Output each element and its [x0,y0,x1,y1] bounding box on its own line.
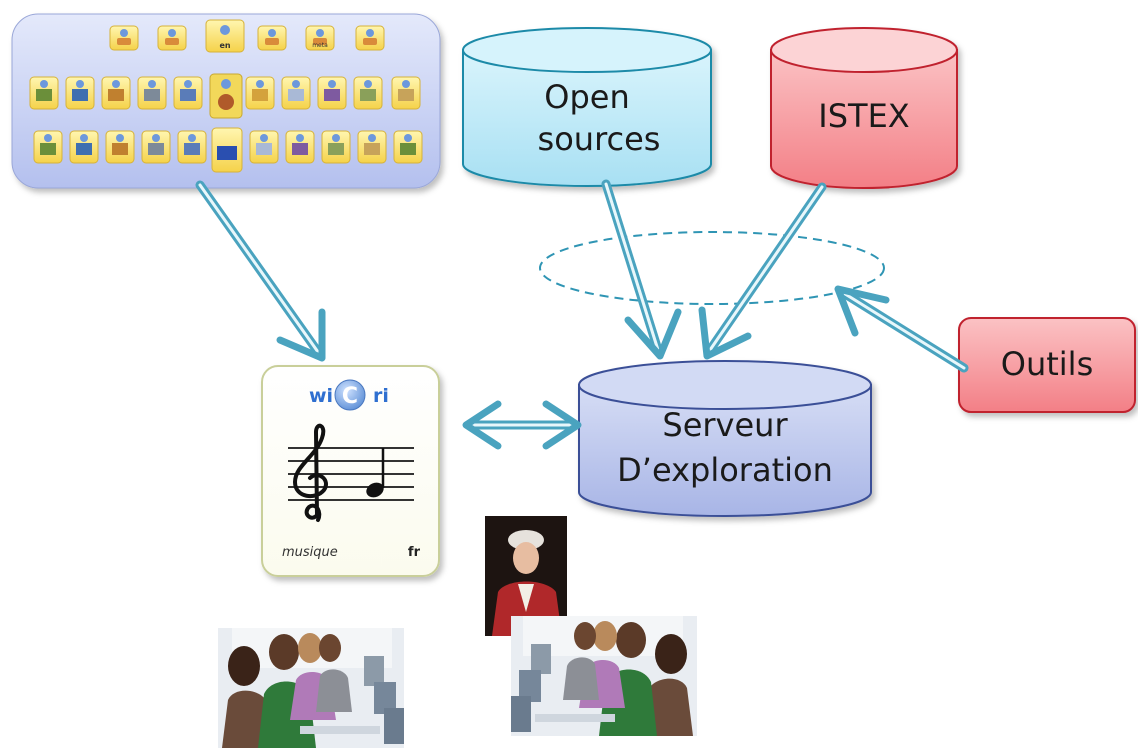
outils-label: Outils [1001,345,1093,383]
arrows [195,179,969,450]
wicri-tile [69,130,99,164]
wicri-tile [157,25,187,51]
wicri-tile [101,76,131,110]
wicri-tile [29,76,59,110]
wicri-logo-prefix: wi [309,385,333,407]
aggregation-dashed-ellipse [539,231,885,305]
wicri-tile [105,130,135,164]
wicri-tile [321,130,351,164]
wicri-tile-meta-label: meta [312,42,328,49]
wicri-tile-en-label: en [219,41,230,50]
istex-database [770,27,958,189]
wicri-tile [355,25,385,51]
open-sources-label-line2: sources [538,120,661,158]
wicri-card-lang: fr [408,545,421,560]
wicri-tile [33,130,63,164]
wicri-tile [305,25,335,51]
serveur-label-line1: Serveur [662,406,788,444]
wicri-tile-en: en [205,19,245,53]
exploration-server-database [578,360,872,517]
wicri-tile [281,76,311,110]
wicri-tile [249,130,279,164]
wicri-tile [141,130,171,164]
wicri-wiki-panel: en meta [11,13,441,189]
wicri-tile [391,76,421,110]
arrow-panel-to-card [195,180,326,362]
wicri-tile [353,76,383,110]
quarter-note-icon [366,448,385,498]
wicri-tile [357,130,387,164]
wicri-tile [317,76,347,110]
wicri-tile [285,130,315,164]
wicri-tile-featured [209,73,243,119]
students-photo-right [511,616,697,736]
wicri-tile [109,25,139,51]
wicri-logo-letter: C [342,384,358,409]
wicri-tile [177,130,207,164]
wicri-logo-icon [334,379,366,411]
wicri-tile-eu [211,127,243,173]
wicri-tile [257,25,287,51]
students-photo-left [218,628,404,748]
music-staff-icon [288,447,414,501]
wicri-tile [245,76,275,110]
arrow-outils-to-ellipse [834,285,969,373]
wicri-tile [65,76,95,110]
arrow-open-to-server [601,179,682,360]
wicri-tile [393,130,423,164]
arrow-istex-to-server [698,182,827,360]
wicri-logo-suffix: ri [373,385,389,407]
arrow-card-server-bidirectional [462,400,582,450]
wicri-card-topic: musique [282,545,338,560]
wicri-tile [137,76,167,110]
wicri-tile [173,76,203,110]
istex-label: ISTEX [818,97,909,135]
treble-clef-icon [292,423,328,522]
open-sources-label-line1: Open [544,78,629,116]
wicri-musique-card: wi C ri musique fr [261,365,440,577]
serveur-label-line2: D’exploration [617,451,833,489]
wicri-tile-grid: en meta [29,19,423,173]
open-sources-database [462,27,712,187]
